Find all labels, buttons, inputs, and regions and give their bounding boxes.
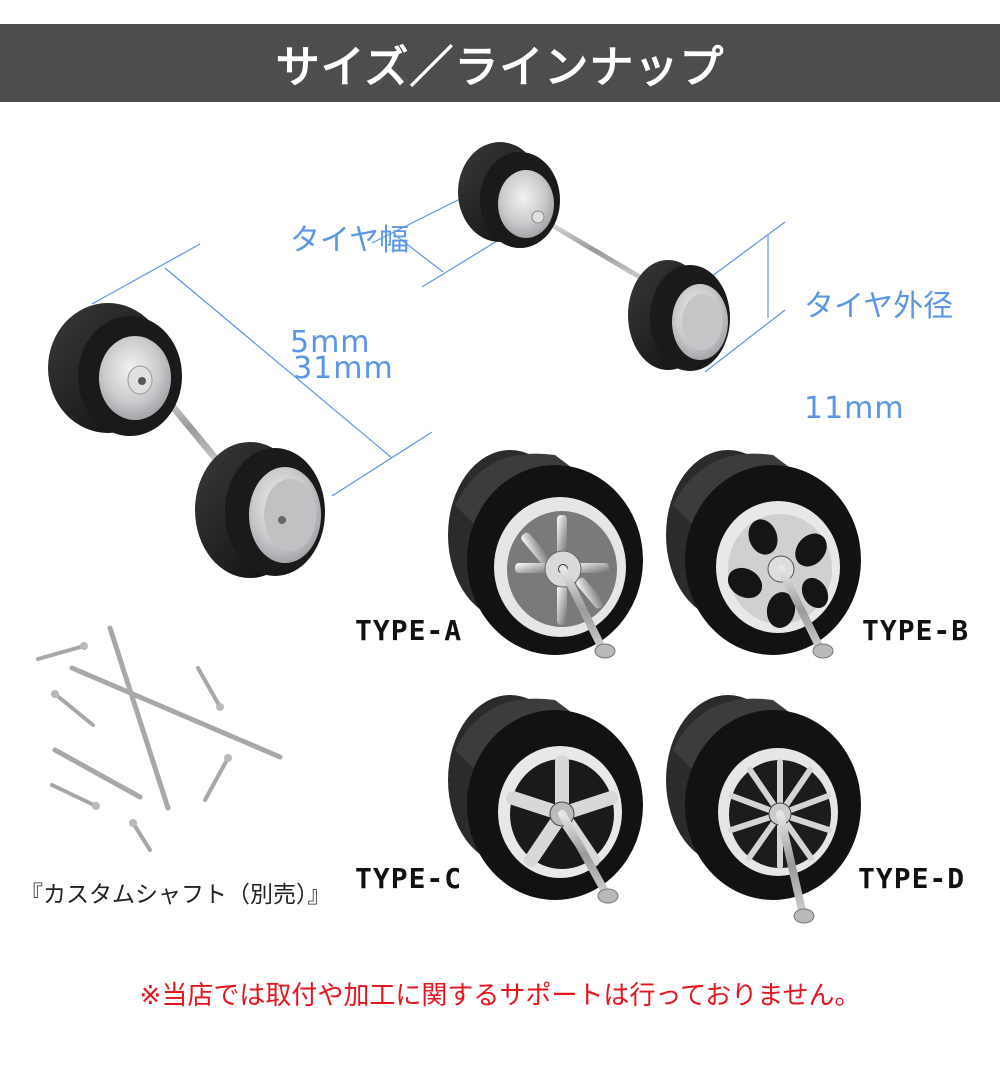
custom-shaft-heads — [51, 642, 232, 827]
custom-shaft-caption: 『カスタムシャフト（別売）』 — [20, 882, 331, 908]
wheel-type-a — [448, 450, 643, 659]
axle-assembly-small — [458, 142, 730, 371]
support-notice: ※当店では取付や加工に関するサポートは行っておりません。 — [139, 981, 861, 1011]
custom-shafts-illustration — [36, 625, 283, 852]
tire-width-title: タイヤ幅 — [290, 223, 410, 258]
dimension-lines — [91, 197, 786, 497]
tire-width-label: タイヤ幅 5mm — [290, 156, 409, 394]
type-b-label: TYPE-B — [862, 614, 970, 647]
type-a-label: TYPE-A — [355, 614, 463, 647]
type-c-label: TYPE-C — [355, 862, 463, 895]
type-d-label: TYPE-D — [858, 862, 966, 895]
header-bar: サイズ／ラインナップ — [0, 24, 1000, 102]
tire-width-value: 5mm — [290, 325, 371, 360]
page-title: サイズ／ラインナップ — [275, 42, 725, 93]
wheel-type-b — [666, 450, 861, 659]
axle-assembly-large — [48, 303, 325, 578]
tire-diameter-title: タイヤ外径 — [804, 289, 954, 324]
tire-diameter-label: タイヤ外径 11mm — [804, 222, 953, 460]
axle-length-value: 31mm — [293, 351, 394, 386]
wheel-type-d — [666, 695, 861, 924]
axle-length-label: 31mm — [274, 318, 394, 386]
tire-diameter-value: 11mm — [804, 391, 905, 426]
wheel-type-c — [448, 695, 643, 904]
